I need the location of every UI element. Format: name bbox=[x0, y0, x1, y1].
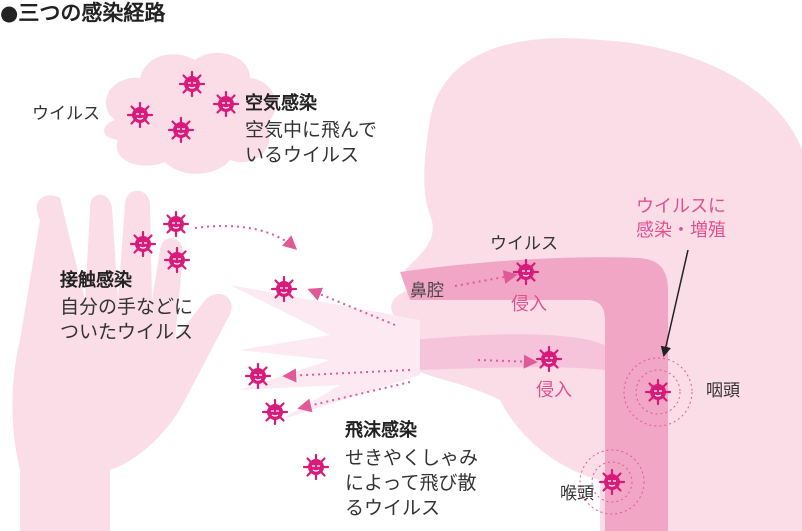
pharynx-rings bbox=[579, 357, 693, 515]
contact-heading: 接触感染 bbox=[60, 270, 132, 291]
label-virus-nasal: ウイルス bbox=[490, 234, 558, 254]
contact-line2: ついたウイルス bbox=[60, 321, 194, 343]
label-infection-line2: 感染・増殖 bbox=[636, 220, 726, 241]
label-virus-cloud: ウイルス bbox=[32, 104, 100, 124]
cloud-shape bbox=[104, 52, 276, 174]
droplet-heading: 飛沫感染 bbox=[345, 420, 417, 441]
droplet-line1: せきやくしゃみ bbox=[345, 447, 479, 469]
motion-arrows bbox=[194, 225, 538, 413]
oral-cavity bbox=[412, 334, 605, 370]
label-larynx: 喉頭 bbox=[560, 484, 594, 504]
label-invasion-2: 侵入 bbox=[536, 380, 572, 401]
hand-shape bbox=[12, 190, 232, 531]
label-nasal-cavity: 鼻腔 bbox=[410, 281, 444, 301]
contact-line1: 自分の手などに bbox=[60, 296, 194, 318]
label-infection-line1: ウイルスに bbox=[636, 196, 726, 217]
droplet-spray bbox=[230, 285, 420, 420]
airborne-line1: 空気中に飛んで bbox=[245, 119, 378, 141]
infection-pointer bbox=[660, 249, 689, 358]
airborne-heading: 空気感染 bbox=[245, 93, 317, 114]
label-invasion-1: 侵入 bbox=[511, 294, 547, 315]
droplet-line3: るウイルス bbox=[345, 497, 441, 519]
airborne-line2: いるウイルス bbox=[245, 144, 360, 166]
droplet-line2: によって飛び散 bbox=[345, 472, 477, 494]
page-title: ●三つの感染経路 bbox=[0, 1, 166, 25]
label-pharynx: 咽頭 bbox=[706, 381, 740, 401]
